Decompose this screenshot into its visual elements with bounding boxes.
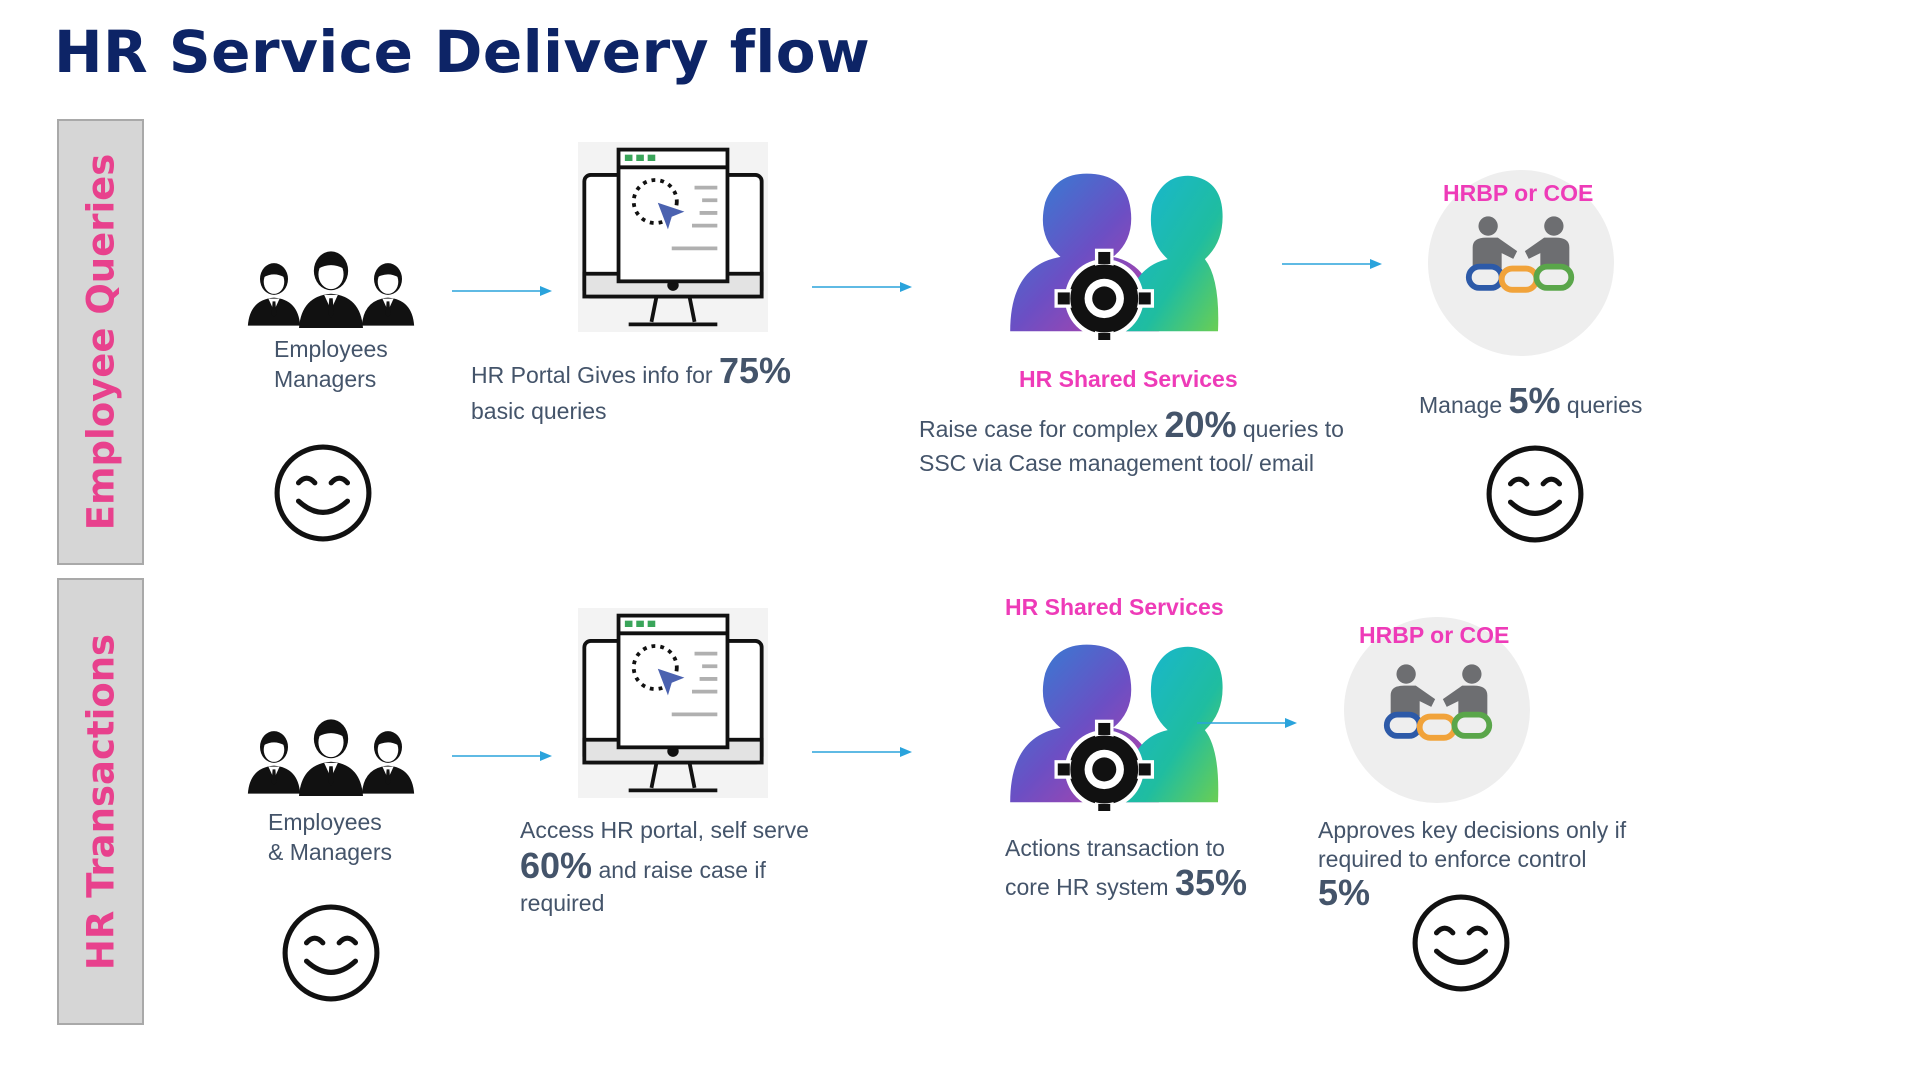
row-label-text: HR Transactions	[79, 633, 122, 970]
page-title: HR Service Delivery flow	[54, 18, 871, 86]
people-group-icon	[247, 251, 415, 328]
smiley-face-icon	[1410, 892, 1512, 994]
role-label-hrbp-coe: HRBP or COE	[1359, 622, 1510, 648]
step3-text-line1: Actions transaction to	[1005, 835, 1225, 861]
row-label-text: Employee Queries	[79, 153, 122, 531]
role-circle	[1344, 617, 1530, 803]
role-label-hr-shared-services: HR Shared Services	[1005, 594, 1224, 620]
people-group-icon	[247, 719, 415, 796]
smiley-face-icon	[280, 902, 382, 1004]
step2-text-line1: HR Portal Gives info for 75%	[471, 350, 792, 391]
step3-percent: 20%	[1164, 404, 1237, 445]
monitor-portal-icon	[578, 608, 768, 798]
step1-line1: Employees	[268, 809, 382, 835]
flow-arrow-icon	[452, 750, 552, 762]
flow-arrow-icon	[452, 285, 552, 297]
step3-percent: 35%	[1174, 862, 1248, 903]
step3-text-line2: core HR system 35%	[1005, 862, 1248, 903]
step1-line2: & Managers	[268, 839, 393, 865]
monitor-portal-icon	[578, 142, 768, 332]
step1-line2: Managers	[274, 366, 377, 392]
step2-percent: 75%	[718, 350, 792, 391]
handshake-chain-icon	[1463, 212, 1579, 300]
row-label-employee-queries: Employee Queries	[57, 119, 144, 565]
role-label-hrbp-coe: HRBP or COE	[1443, 180, 1594, 206]
row-label-hr-transactions: HR Transactions	[57, 578, 144, 1025]
step2-text-line2: 60% and raise case if	[520, 845, 766, 886]
step3-text-line2: SSC via Case management tool/ email	[919, 450, 1315, 476]
step4-text-line1: Approves key decisions only if	[1318, 817, 1627, 843]
flow-arrow-icon	[812, 746, 912, 758]
step2-percent: 60%	[520, 845, 593, 886]
flow-arrow-icon	[1282, 258, 1382, 270]
step3-text-line1: Raise case for complex 20% queries to	[919, 404, 1344, 445]
flow-arrow-icon	[812, 281, 912, 293]
smiley-face-icon	[272, 442, 374, 544]
role-circle	[1428, 170, 1614, 356]
step1-line1: Employees	[274, 336, 388, 362]
flow-arrow-icon	[1197, 717, 1297, 729]
step4-percent: 5%	[1318, 872, 1371, 913]
step4-text: Manage 5% queries	[1419, 380, 1643, 421]
smiley-face-icon	[1484, 443, 1586, 545]
step2-text-line3: required	[520, 890, 605, 916]
step2-text-line2: basic queries	[471, 398, 607, 424]
step2-text-line1: Access HR portal, self serve	[520, 817, 809, 843]
handshake-chain-icon	[1381, 660, 1497, 748]
shared-services-gear-icon	[988, 165, 1238, 340]
step4-text-line2: required to enforce control	[1318, 846, 1587, 872]
step4-text-line3: 5%	[1318, 875, 1370, 912]
step4-percent: 5%	[1508, 380, 1561, 421]
role-label-hr-shared-services: HR Shared Services	[1019, 366, 1238, 392]
